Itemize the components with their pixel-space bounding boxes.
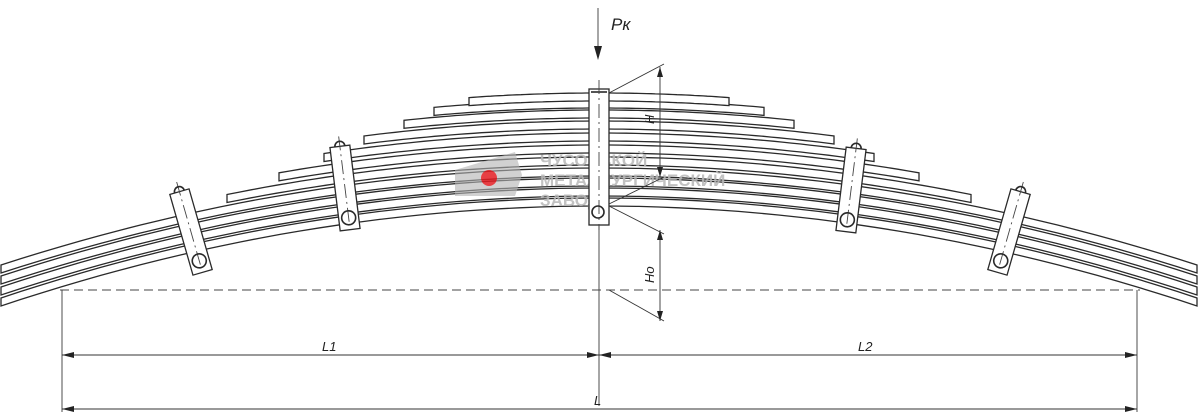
logo-red-dot [481, 170, 497, 186]
spring-leaf [363, 120, 835, 145]
spring-leaf [403, 109, 795, 130]
free-height-dimension [608, 205, 665, 322]
l2-label: L2 [858, 339, 873, 354]
spring-leaf [0, 197, 1198, 307]
spring-leaf [0, 187, 1198, 296]
force-label: Рк [611, 15, 631, 34]
length-dimensions [61, 290, 1138, 412]
rebound-clip [987, 181, 1031, 276]
rebound-clip [835, 138, 867, 234]
height-bottom-label: Ho [642, 266, 657, 283]
watermark-line-2: МЕТАЛЛУРГИЧЕСКИЙ [540, 171, 725, 190]
rebound-clip [329, 136, 361, 232]
l-label: L [594, 393, 601, 408]
factory-watermark: ЧУСОВСКОЙ МЕТАЛЛУРГИЧЕСКИЙ ЗАВОД [455, 151, 725, 210]
spring-clamps [169, 136, 1031, 276]
center-bolt [588, 80, 610, 230]
rebound-clip [169, 181, 213, 276]
spring-leaves [0, 92, 1198, 307]
watermark-line-3: ЗАВОД [540, 191, 600, 210]
spring-leaf [0, 167, 1198, 274]
height-dimension [608, 63, 665, 205]
spring-leaf [278, 144, 920, 182]
force-arrow [594, 8, 602, 60]
l1-label: L1 [322, 339, 336, 354]
spring-leaf [323, 132, 875, 163]
height-top-label: H [642, 114, 657, 124]
spring-leaf [0, 177, 1198, 285]
